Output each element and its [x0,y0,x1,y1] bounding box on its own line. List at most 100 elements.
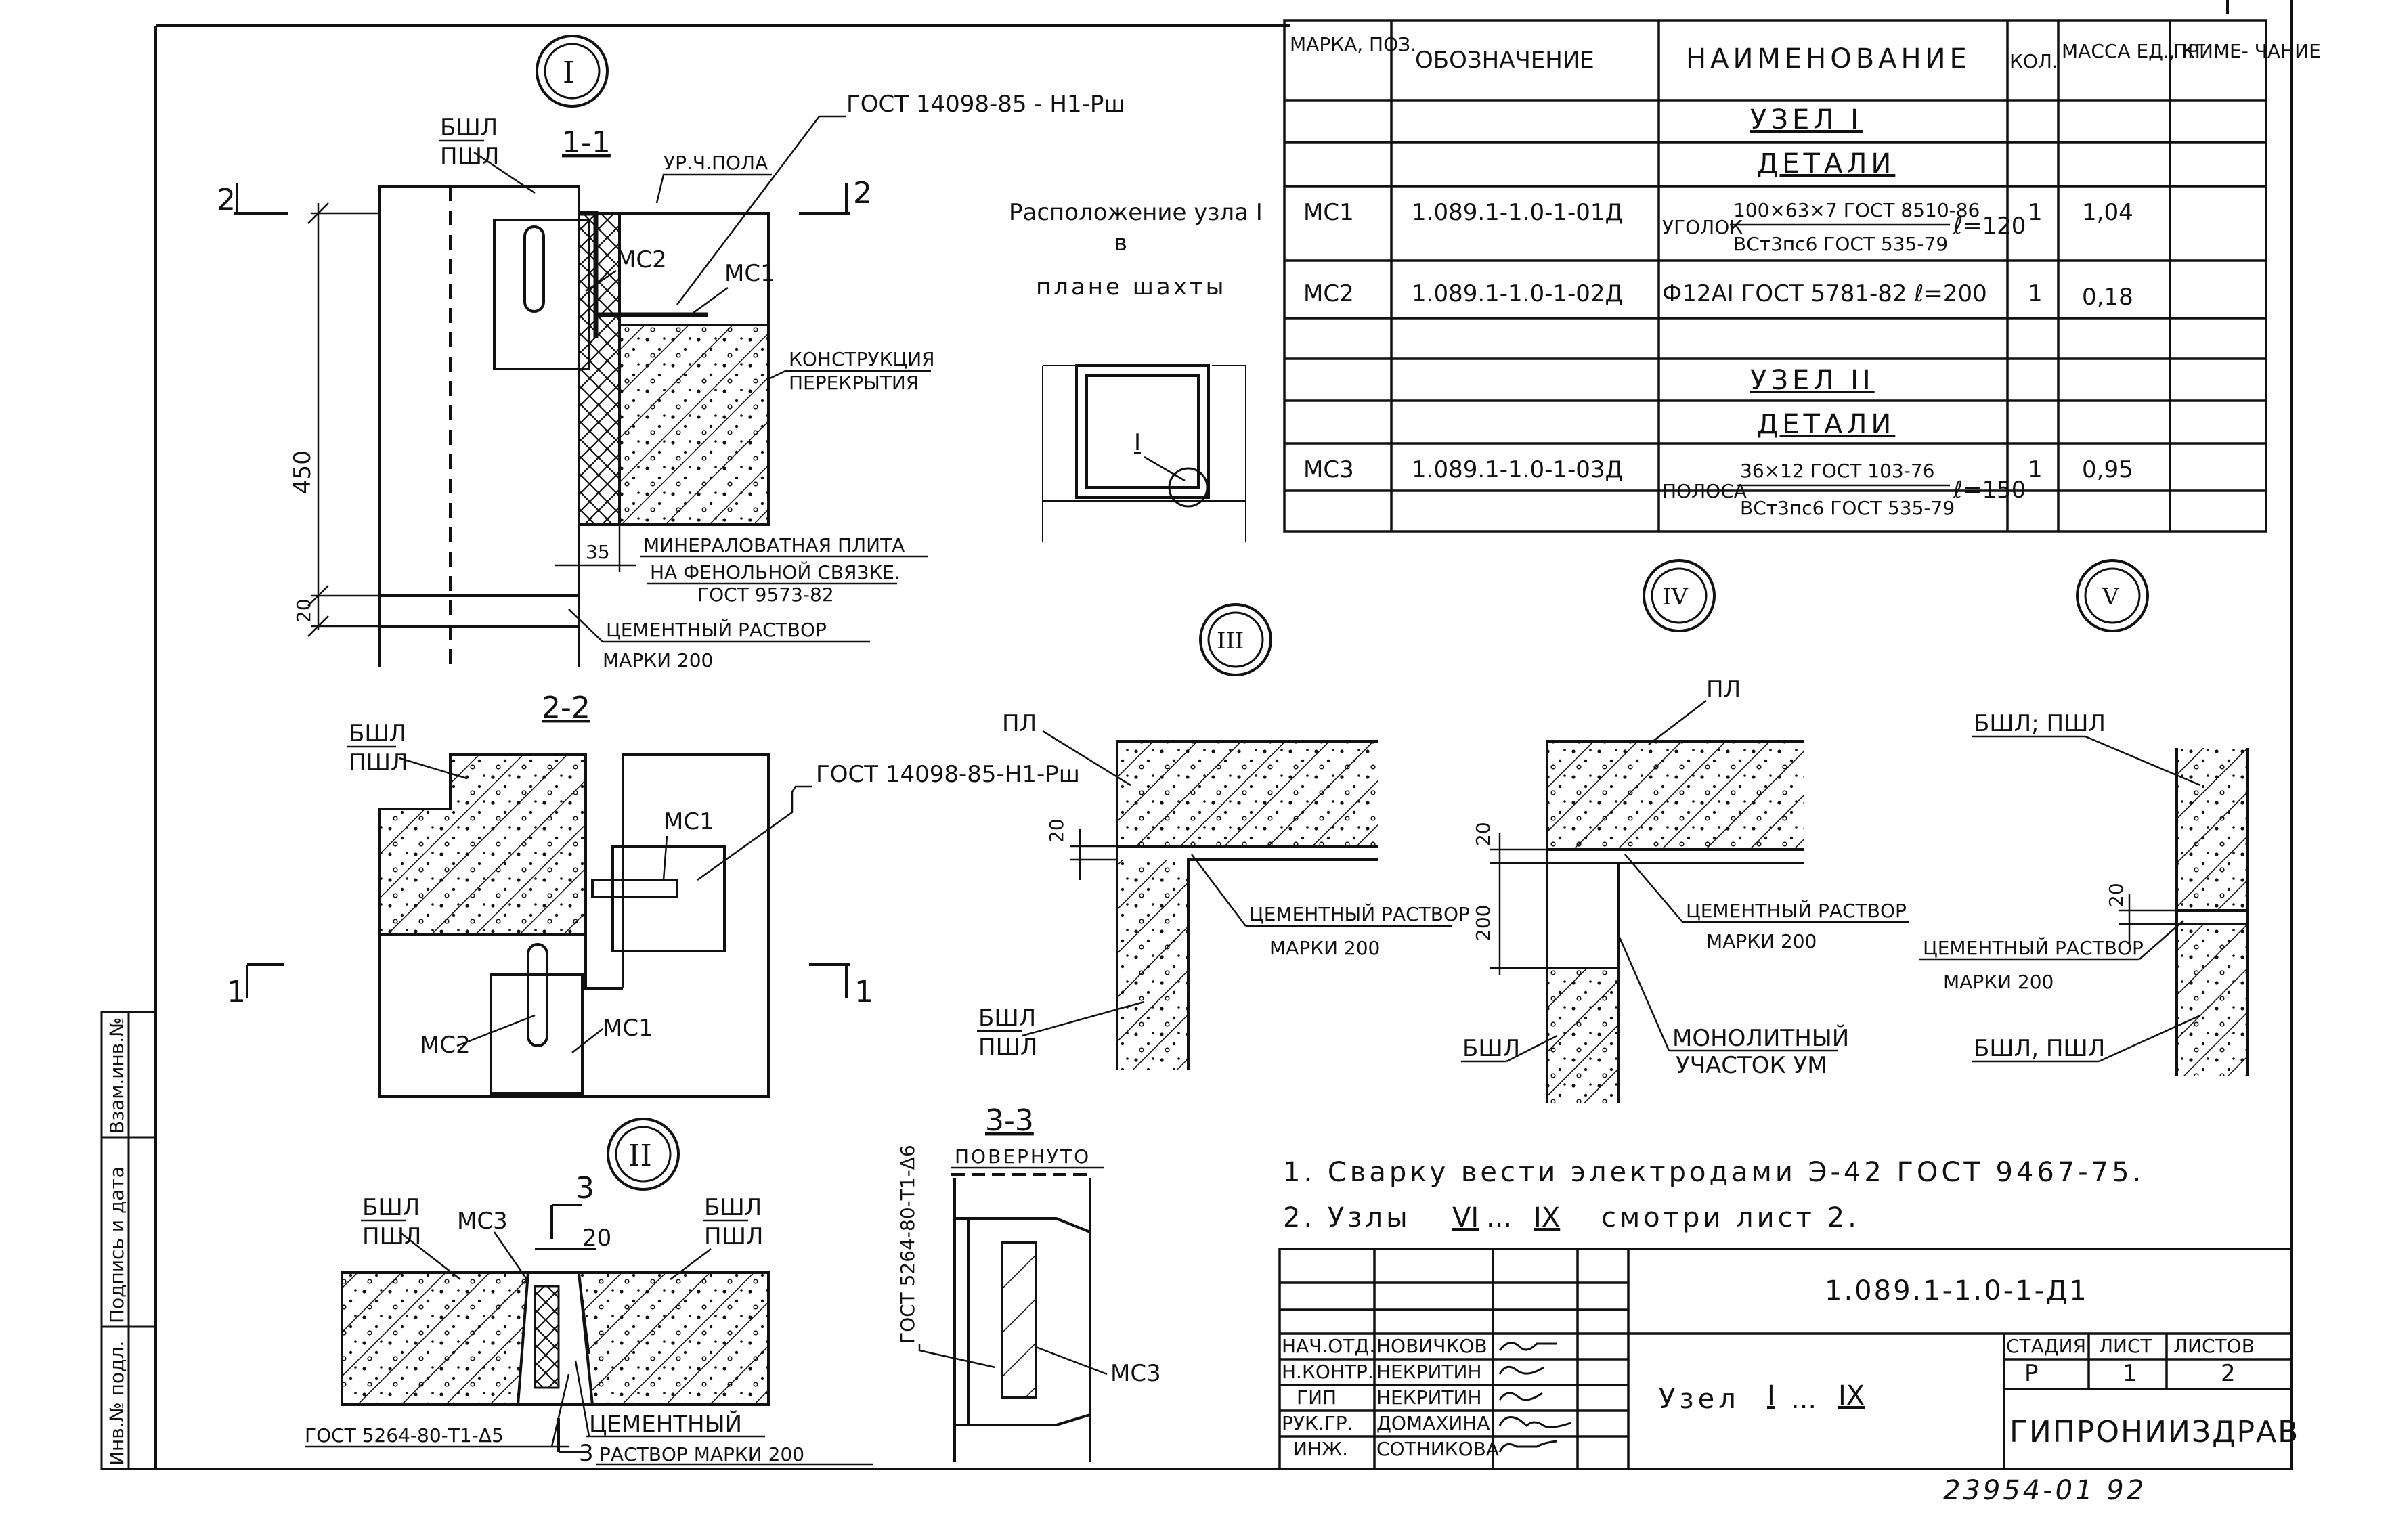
stamp-sheets-header: ЛИСТОВ [2173,1335,2255,1357]
node5-mortar-1: ЦЕМЕНТНЫЙ РАСТВОР [1923,936,2144,959]
row3-name-post: ℓ=150 [1953,477,2026,504]
section33-gost: ГОСТ 5264-80-Т1-Δ6 [896,1145,919,1344]
node4-dim20: 20 [1472,822,1494,846]
role-name-1: НЕКРИТИН [1376,1361,1482,1383]
side-label-sign: Подпись и дата [106,1166,128,1323]
section22-mc2: МС2 [420,1032,471,1059]
row2-name: Ф12АI ГОСТ 5781-82 ℓ=200 [1662,280,1987,307]
node2-bshl-left: БШЛ [362,1194,420,1221]
node1-pshl: ПШЛ [440,143,500,170]
node1-mortar-1: ЦЕМЕНТНЫЙ РАСТВОР [606,618,827,641]
node1-wool-3: ГОСТ 9573-82 [697,584,834,606]
row3-designation: 1.089.1-1.0-1-03Д [1412,456,1623,483]
node1-slab [579,211,770,526]
section22-pshl: ПШЛ [349,749,408,776]
node3-mortar-2: МАРКИ 200 [1269,937,1380,959]
node4-circle: IV [1643,559,1716,632]
row1-name-bottom: ВСт3пс6 ГОСТ 535-79 [1733,233,1948,255]
node4-slab [1546,740,1804,1103]
stamp-roles: НАЧ.ОТД. НОВИЧКОВ Н.КОНТР. НЕКРИТИН ГИП … [1282,1335,1499,1460]
node4-mono-2: УЧАСТОК УМ [1676,1052,1827,1079]
node3-pl: ПЛ [1002,710,1037,737]
side-label-replace: Взам.инв.№ [106,1017,128,1134]
node1-block [378,185,590,667]
note-2-mid: ... [1486,1202,1512,1233]
role-name-0: НОВИЧКОВ [1376,1335,1487,1357]
section1-sub: ДЕТАЛИ [1757,148,1895,179]
side-strip [100,1011,157,1470]
th-qty: КОЛ. [2009,50,2058,72]
node1-wool-2: НА ФЕНОЛЬНОЙ СВЯЗКЕ. [650,560,900,584]
stamp-stage-header: СТАДИЯ [2006,1335,2086,1357]
th-designation: ОБОЗНАЧЕНИЕ [1415,47,1594,74]
node1-mark-left: 2 [217,183,236,217]
node1-dim-450: 450 [289,450,316,494]
row2-qty: 1 [2028,280,2043,307]
svg-text:IV: IV [1662,584,1689,611]
row3-mark: МС3 [1303,456,1354,483]
section33-view [951,1173,1091,1462]
th-mark: МАРКА, ПОЗ. [1290,33,1416,56]
node2-circle: II [607,1118,680,1191]
section22-gost: ГОСТ 14098-85-Н1-Рш [816,761,1080,788]
node1-insulation [578,212,621,526]
node1-dims [307,202,636,637]
node1-mc2: МС2 [616,246,667,273]
side-label-inv: Инв.№ подл. [106,1341,128,1466]
node1-construction-1: КОНСТРУКЦИЯ [789,348,935,370]
svg-text:V: V [2102,584,2120,611]
node1-construction-2: ПЕРЕКРЫТИЯ [789,372,919,394]
row1-name-post: ℓ=120 [1953,213,2026,240]
th-note: ПРИМЕ- ЧАНИЕ [2173,40,2321,62]
node2-wall [341,1271,770,1406]
role-name-3: ДОМАХИНА [1376,1412,1490,1434]
node5-top: БШЛ; ПШЛ [1974,710,2106,737]
note-2-post: смотри лист 2. [1601,1202,1860,1233]
node5-bottom: БШЛ, ПШЛ [1974,1035,2105,1062]
note-2-a: VI [1452,1202,1479,1233]
stamp-org: ГИПРОНИИЗДРАВ [2009,1415,2299,1449]
node3-dims [1070,829,1117,880]
stamp-stage: Р [2024,1360,2039,1387]
th-name: НАИМЕНОВАНИЕ [1686,43,1971,74]
stamp-doc-code: 1.089.1-1.0-1-Д1 [1825,1275,2089,1306]
node2-bshl-right: БШЛ [704,1194,762,1221]
node1-mark-right: 2 [853,176,872,211]
role-1: Н.КОНТР. [1282,1361,1374,1383]
node3-circle: III [1199,603,1272,676]
section2-title: УЗЕЛ II [1750,365,1875,396]
role-3: РУК.ГР. [1282,1412,1353,1434]
node2-mortar-1: ЦЕМЕНТНЫЙ [589,1410,742,1438]
location-line3: плане шахты [1036,273,1226,301]
note-2-b: IX [1534,1202,1560,1233]
node2-mortar-2: РАСТВОР МАРКИ 200 [599,1443,804,1466]
section1-title: УЗЕЛ I [1750,104,1863,135]
spec-table [1283,19,2267,533]
section22-bshl: БШЛ [349,720,406,747]
stamp-sheets: 2 [2221,1360,2236,1387]
section2-sub: ДЕТАЛИ [1757,409,1895,440]
svg-text:III: III [1217,628,1244,655]
node2-mark3-top: 3 [575,1171,594,1206]
node5-dim20: 20 [2105,883,2127,907]
section22-frame [378,753,770,1098]
section22-mark-left: 1 [227,975,246,1009]
section22-mc1-b: МС1 [603,1015,653,1042]
location-line2: в [1114,229,1127,257]
node3-slab [1116,740,1378,1070]
th-mass: МАССА ЕД., КГ [2062,40,2207,62]
svg-text:II: II [628,1139,652,1173]
node4-mortar-2: МАРКИ 200 [1706,930,1817,952]
location-marker: I [1134,429,1141,456]
node3-bshl: БШЛ [978,1005,1036,1032]
row3-name-bottom: ВСт3пс6 ГОСТ 535-79 [1740,497,1955,519]
node4-dim200: 200 [1472,905,1494,941]
node1-gost: ГОСТ 14098-85 - Н1-Рш [846,91,1125,118]
stamp-title-pre: Узел [1659,1384,1740,1415]
role-0: НАЧ.ОТД. [1282,1335,1375,1357]
row2-mass: 0,18 [2082,284,2133,311]
node2-mc3: МС3 [457,1208,508,1235]
section22-title: 2-2 [542,690,590,725]
role-name-4: СОТНИКОВА [1376,1438,1499,1460]
